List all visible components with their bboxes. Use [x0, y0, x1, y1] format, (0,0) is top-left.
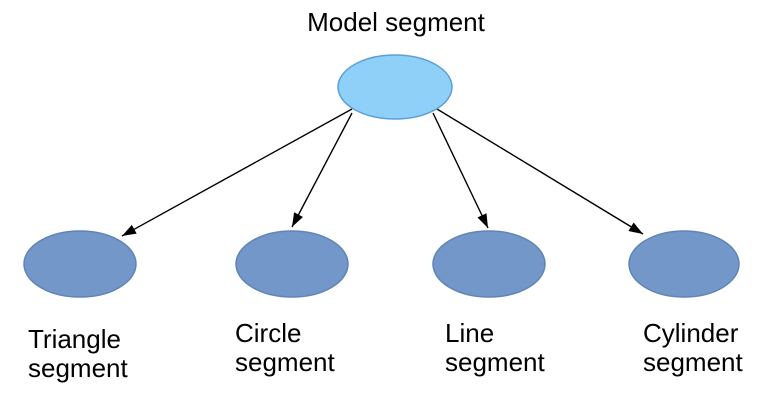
line-segment-label: Line segment	[445, 318, 545, 377]
circle-segment-node	[235, 230, 349, 298]
arrow-model-to-line	[432, 112, 489, 229]
arrow-model-to-triangle	[121, 108, 353, 237]
cylinder-segment-node	[628, 230, 740, 298]
triangle-segment-node	[23, 230, 137, 298]
arrow-model-to-cylinder	[436, 108, 644, 235]
cylinder-segment-label: Cylinder segment	[643, 318, 743, 377]
line-segment-node	[432, 230, 546, 298]
triangle-segment-label: Triangle segment	[28, 324, 128, 383]
circle-segment-label: Circle segment	[235, 318, 335, 377]
model-segment-label: Model segment	[307, 7, 485, 37]
model-segment-node	[337, 54, 453, 120]
arrow-model-to-circle	[291, 112, 353, 228]
